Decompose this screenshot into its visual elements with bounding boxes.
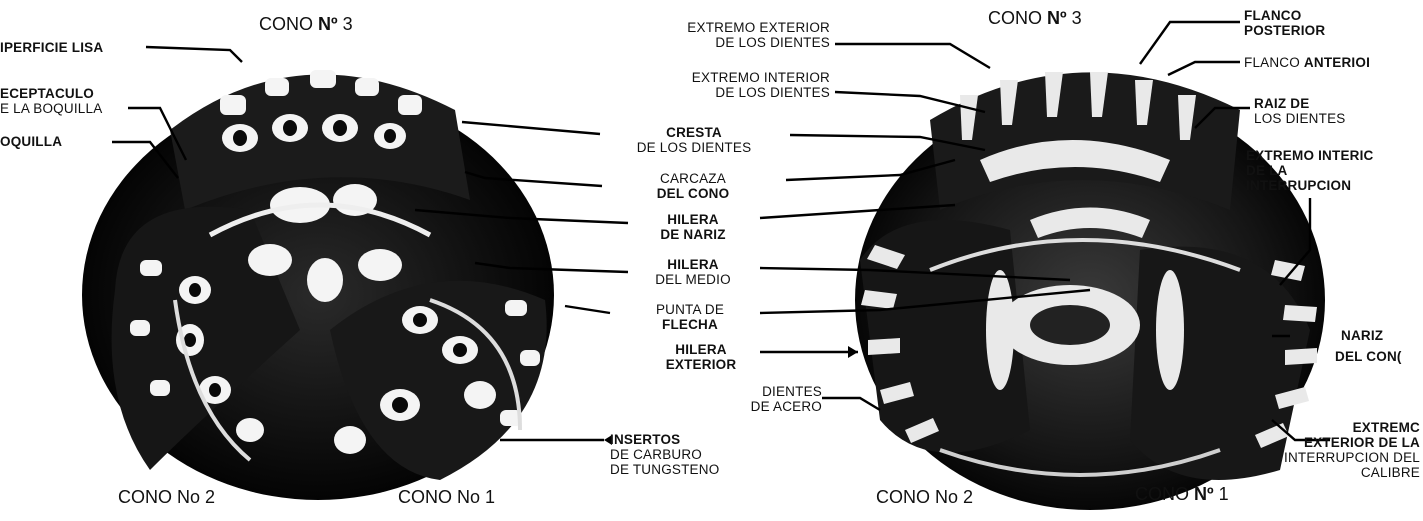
label-insertos-carburo: INSERTOS DE CARBURO DE TUNGSTENO	[610, 432, 719, 477]
right-bottom-cone2-caption: CONO No 2	[876, 487, 973, 508]
left-top-cone-caption: CONO Nº 3	[259, 14, 353, 35]
label-superficie-lisa: IPERFICIE LISA	[0, 40, 103, 55]
label-boquilla: OQUILLA	[0, 134, 62, 149]
left-bottom-cone1-caption: CONO No 1	[398, 487, 495, 508]
label-extremo-exterior-interrupcion: EXTREMC EXTERIOR DE LA INTERRUPCION DEL …	[1240, 420, 1420, 480]
label-nariz-cono: NARIZ DEL CON(	[1335, 328, 1402, 364]
label-receptaculo-boquilla: ECEPTACULO E LA BOQUILLA	[0, 86, 102, 116]
right-bottom-cone1-caption: CONO Nº 1	[1135, 484, 1229, 505]
right-top-cone-caption: CONO Nº 3	[988, 8, 1082, 29]
left-bottom-cone2-caption: CONO No 2	[118, 487, 215, 508]
label-flanco-anterior: FLANCO ANTERIOI	[1244, 55, 1370, 70]
label-extremo-interior-interrupcion: EXTREMO INTERIC DE LA INTERRUPCION	[1246, 148, 1374, 193]
